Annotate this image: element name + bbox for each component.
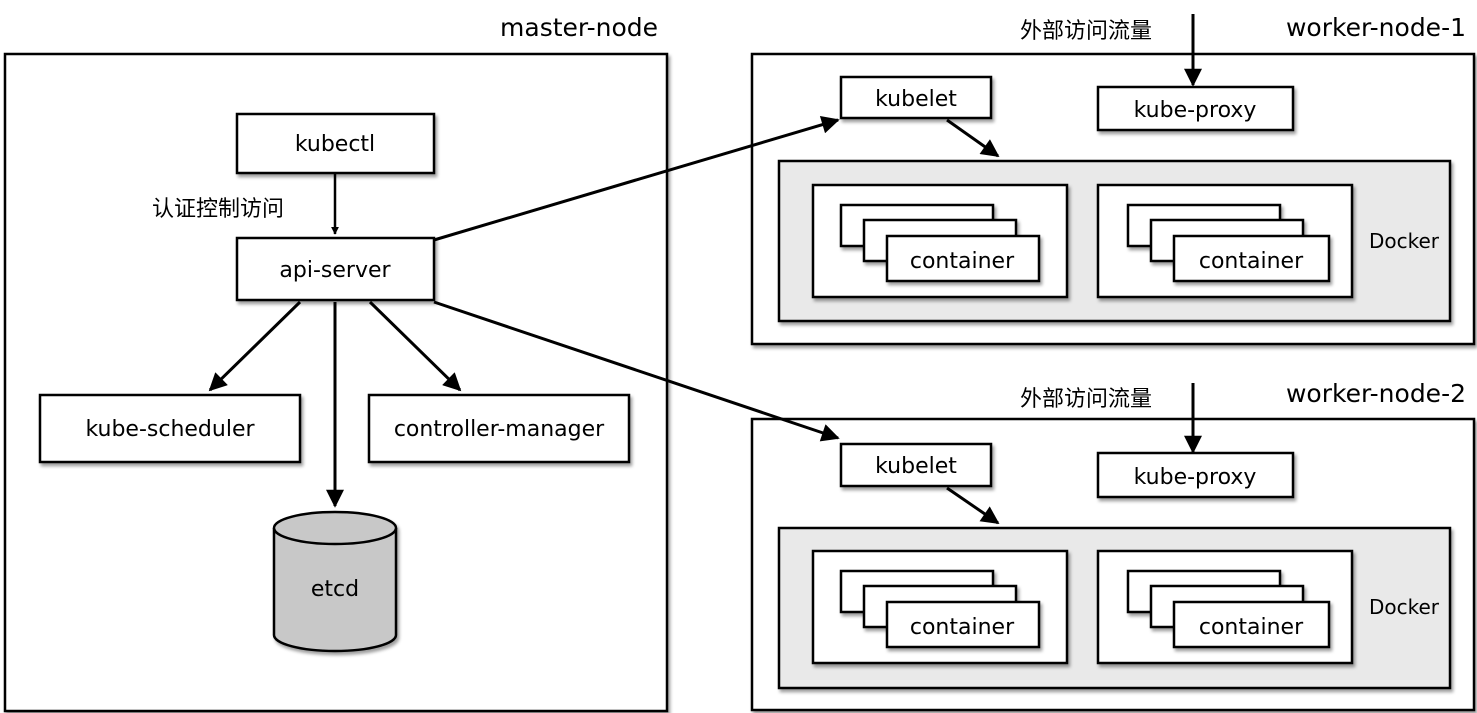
container-label: container xyxy=(1199,615,1304,640)
worker-node-2-docker-label: Docker xyxy=(1369,595,1440,619)
worker-node-1-docker-label: Docker xyxy=(1369,229,1440,253)
api-server-label: api-server xyxy=(279,258,391,283)
container-label: container xyxy=(910,249,1015,274)
worker-node-1: worker-node-1 外部访问流量 kubelet kube-proxy … xyxy=(750,13,1476,346)
controller-manager-box: controller-manager xyxy=(367,393,631,464)
api-to-scheduler-arrow xyxy=(208,300,302,392)
worker-node-2-kube-proxy-label: kube-proxy xyxy=(1134,465,1257,490)
api-to-controller-arrow xyxy=(368,300,462,392)
worker-node-1-kube-proxy-box: kube-proxy xyxy=(1096,85,1295,132)
worker-node-2-kubelet-box: kubelet xyxy=(839,442,993,488)
kube-scheduler-label: kube-scheduler xyxy=(85,417,255,442)
container-stack-front xyxy=(885,600,1041,649)
api-to-worker-2-kubelet-arrow xyxy=(433,300,840,442)
kube-scheduler-box: kube-scheduler xyxy=(38,393,302,464)
etcd-database xyxy=(272,510,398,653)
worker-node-2-pod-2: container xyxy=(1096,549,1354,665)
worker-node-1-kube-proxy-label: kube-proxy xyxy=(1134,98,1257,123)
worker-node-1-kubelet-box: kubelet xyxy=(839,75,993,120)
container-label: container xyxy=(910,615,1015,640)
worker-node-2-traffic-label: 外部访问流量 xyxy=(1020,387,1152,412)
api-to-worker-1-kubelet-arrow xyxy=(433,115,840,242)
worker-node-1-pod-2: container xyxy=(1096,183,1354,299)
master-node: master-node kubectl 认证控制访问 api-server ku… xyxy=(3,13,669,713)
worker-node-1-pod-1: container xyxy=(811,183,1069,299)
container-stack-front xyxy=(1172,600,1331,649)
container-label: container xyxy=(1199,249,1304,274)
master-node-title: master-node xyxy=(500,13,658,42)
worker-node-1-traffic-label: 外部访问流量 xyxy=(1020,19,1152,44)
controller-manager-label: controller-manager xyxy=(394,417,605,442)
worker-node-2-kubelet-label: kubelet xyxy=(875,454,957,479)
worker-node-2: worker-node-2 外部访问流量 kubelet kube-proxy … xyxy=(750,379,1476,712)
worker-node-2-kube-proxy-box: kube-proxy xyxy=(1096,451,1295,499)
worker-node-1-kubelet-label: kubelet xyxy=(875,87,957,112)
worker-node-1-kubelet-to-docker-arrow xyxy=(946,118,1000,158)
kubectl-box: kubectl xyxy=(235,112,436,175)
container-stack-front xyxy=(1172,234,1331,283)
kubectl-label: kubectl xyxy=(295,132,375,157)
auth-control-label: 认证控制访问 xyxy=(152,197,284,222)
etcd-label: etcd xyxy=(311,577,359,602)
worker-node-1-title: worker-node-1 xyxy=(1286,13,1466,42)
container-stack-front xyxy=(885,234,1041,283)
worker-node-2-kubelet-to-docker-arrow xyxy=(946,486,1000,525)
worker-node-2-pod-1: container xyxy=(811,549,1069,665)
worker-node-2-title: worker-node-2 xyxy=(1286,379,1466,408)
api-server-box: api-server xyxy=(235,236,436,302)
